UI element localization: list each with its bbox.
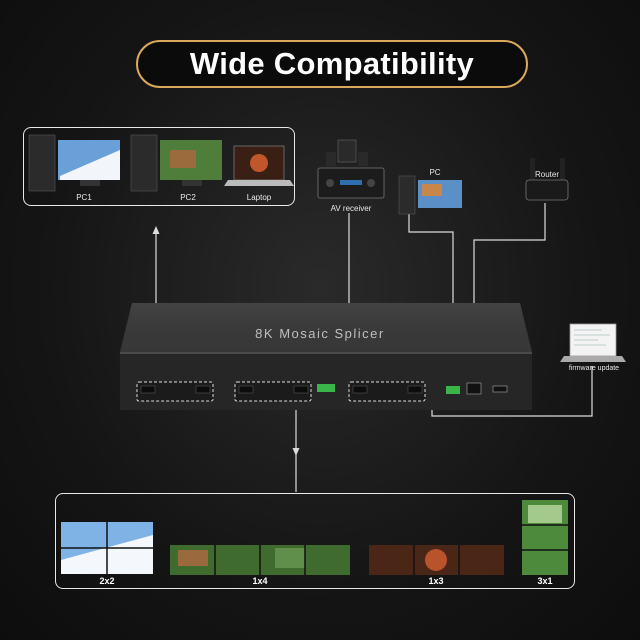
pc2-label: PC2	[180, 193, 196, 202]
splicer-device	[120, 303, 532, 410]
router-device	[525, 158, 569, 201]
laptop-label: Laptop	[246, 193, 272, 202]
device-name-label: 8K Mosaic Splicer	[254, 326, 386, 341]
layout-1x3-label: 1x3	[428, 576, 444, 586]
pc-device	[398, 175, 462, 215]
pc1-label: PC1	[76, 193, 92, 202]
layout-3x1-label: 3x1	[537, 576, 553, 586]
layout-3x1-thumb	[522, 500, 568, 575]
layout-1x4-thumb	[170, 545, 350, 575]
firmware-laptop-device	[560, 323, 626, 362]
pc1-device	[28, 134, 120, 192]
router-label: Router	[534, 170, 559, 179]
arrow-down-icon	[292, 448, 300, 456]
laptop-device	[224, 145, 294, 186]
layout-1x3-thumb	[369, 545, 504, 575]
layout-2x2-label: 2x2	[99, 576, 115, 586]
page-title: Wide Compatibility	[189, 46, 475, 81]
outputs-box	[55, 493, 575, 589]
pc-label: PC	[429, 168, 441, 177]
av-receiver-label: AV receiver	[330, 204, 372, 213]
layout-2x2-thumb	[61, 522, 153, 574]
arrow-up-icon	[152, 226, 160, 234]
sources-box	[23, 127, 295, 206]
pc2-device	[130, 134, 222, 192]
firmware-update-label: firmware update	[568, 365, 620, 372]
layout-1x4-label: 1x4	[252, 576, 268, 586]
title-banner: Wide Compatibility	[136, 40, 528, 88]
av-receiver-device	[317, 139, 385, 199]
